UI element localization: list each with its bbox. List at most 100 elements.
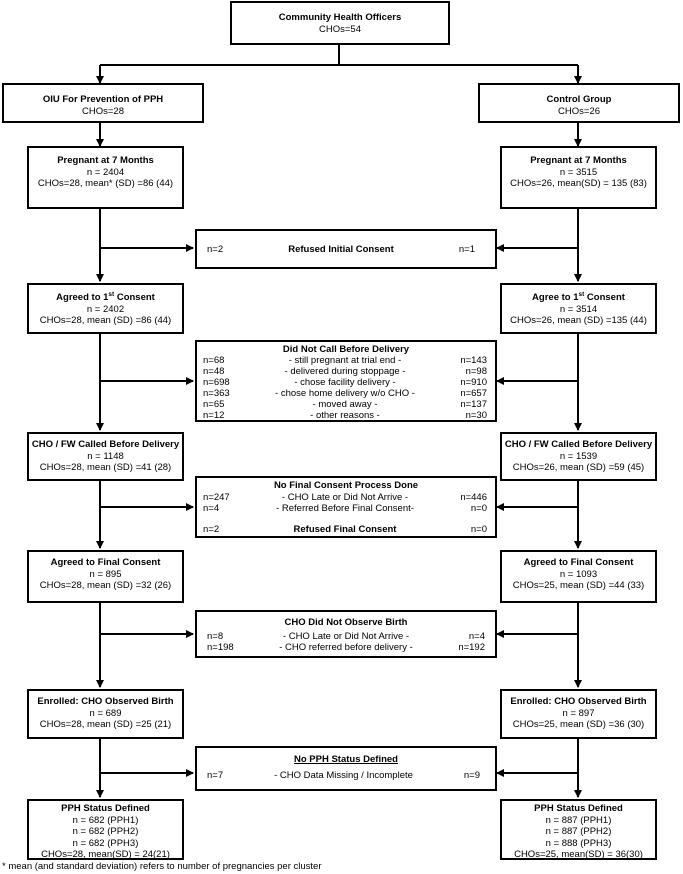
box-title: PPH Status Defined — [61, 803, 150, 814]
exclusion-row: n=2 Refused Final Consent n=0 — [203, 524, 487, 535]
reason-label: - CHO Late or Did Not Arrive - — [282, 631, 410, 642]
box-line: n = 2402 — [86, 303, 125, 315]
did-not-call-box: Did Not Call Before Delivery n=68 - stil… — [195, 340, 497, 422]
no-pph-status-box: No PPH Status Defined n=7 - CHO Data Mis… — [195, 746, 497, 791]
left-count: n=65 — [203, 399, 225, 410]
reason-label: - CHO Data Missing / Incomplete — [274, 770, 413, 781]
left-count: n=2 — [203, 524, 220, 535]
exclusion-row: n=65 - moved away - n=137 — [203, 399, 487, 410]
box-title: Refused Initial Consent — [288, 244, 394, 255]
box-line: n = 689 — [89, 707, 122, 719]
box-line: n = 682 (PPH1) — [72, 814, 139, 826]
exclusion-row: n=68 - still pregnant at trial end - n=1… — [203, 355, 487, 366]
box-title: Agreed to Final Consent — [523, 557, 634, 568]
box-line: n = 887 (PPH1) — [545, 814, 612, 826]
box-line: n = 888 (PPH3) — [545, 837, 612, 849]
pph-status-right-box: PPH Status Defined n = 887 (PPH1) n = 88… — [500, 799, 657, 860]
box-line: CHOs=54 — [319, 23, 361, 35]
box-line: n = 1093 — [559, 568, 598, 580]
box-line: CHOs=28, mean (SD) =86 (44) — [39, 315, 172, 326]
right-count: n=192 — [458, 642, 485, 653]
right-count: n=1 — [458, 244, 475, 255]
box-title: No Final Consent Process Done — [273, 480, 419, 491]
box-line: CHOs=28, mean (SD) =41 (28) — [39, 462, 172, 473]
right-count: n=137 — [460, 399, 487, 410]
right-count: n=30 — [465, 410, 487, 421]
right-count: n=910 — [460, 377, 487, 388]
box-line: n = 682 (PPH2) — [72, 826, 139, 837]
box-line: CHOs=28, mean (SD) =32 (26) — [39, 580, 172, 591]
left-count: n=198 — [207, 642, 234, 653]
exclusion-row: n=247 - CHO Late or Did Not Arrive - n=4… — [203, 492, 487, 503]
reason-label: Refused Final Consent — [293, 524, 397, 535]
box-line: n = 3514 — [559, 303, 598, 315]
exclusion-row: n=48 - delivered during stoppage - n=98 — [203, 366, 487, 377]
box-title: Agreed to 1st Consent — [56, 290, 155, 303]
exclusion-row: n=8 - CHO Late or Did Not Arrive - n=4 — [207, 631, 485, 642]
box-title: Agreed to Final Consent — [50, 557, 161, 568]
box-title: Enrolled: CHO Observed Birth — [510, 696, 647, 707]
right-count: n=143 — [460, 355, 487, 366]
box-line: CHOs=28 — [82, 105, 124, 117]
box-title: PPH Status Defined — [534, 803, 623, 814]
first-consent-left-box: Agreed to 1st Consent n = 2402 CHOs=28, … — [27, 283, 184, 334]
control-arm-box: Control Group CHOs=26 — [478, 83, 680, 123]
first-consent-right-box: Agree to 1st Consent n = 3514 CHOs=26, m… — [500, 283, 657, 334]
box-line: CHOs=28, mean* (SD) =86 (44) — [37, 178, 174, 189]
reason-label: - Referred Before Final Consent- — [276, 503, 414, 514]
box-title: Control Group — [546, 94, 612, 105]
box-line: n = 1539 — [559, 450, 598, 462]
box-line: CHOs=26, mean (SD) =59 (45) — [512, 462, 645, 473]
no-final-consent-box: No Final Consent Process Done n=247 - CH… — [195, 476, 497, 538]
exclusion-row: n=2 Refused Initial Consent n=1 — [207, 244, 475, 256]
reason-label: - CHO Late or Did Not Arrive - — [281, 492, 409, 503]
exclusion-row: n=7 - CHO Data Missing / Incomplete n=9 — [207, 770, 480, 781]
pph-status-left-box: PPH Status Defined n = 682 (PPH1) n = 68… — [27, 799, 184, 860]
reason-label: - delivered during stoppage - — [284, 366, 406, 377]
box-line: n = 682 (PPH3) — [72, 837, 139, 849]
box-title: Did Not Call Before Delivery — [282, 344, 410, 355]
box-line: n = 897 — [562, 707, 595, 719]
right-count: n=9 — [463, 770, 480, 781]
box-line: CHOs=25, mean (SD) =44 (33) — [512, 580, 645, 591]
footnote: * mean (and standard deviation) refers t… — [2, 861, 322, 872]
box-line: CHOs=25, mean (SD) =36 (30) — [512, 719, 645, 730]
right-count: n=4 — [468, 631, 485, 642]
box-title: Enrolled: CHO Observed Birth — [37, 696, 174, 707]
box-line: n = 895 — [89, 568, 122, 580]
box-line: n = 1148 — [87, 450, 124, 462]
right-count: n=98 — [465, 366, 487, 377]
left-count: n=68 — [203, 355, 225, 366]
box-title: CHO / FW Called Before Delivery — [31, 439, 180, 450]
left-count: n=363 — [203, 388, 230, 399]
left-count: n=2 — [207, 244, 224, 255]
exclusion-row: n=363 - chose home delivery w/o CHO - n=… — [203, 388, 487, 399]
box-line: n = 2404 — [86, 166, 125, 178]
final-consent-right-box: Agreed to Final Consent n = 1093 CHOs=25… — [500, 550, 657, 603]
reason-label: - chose facility delivery - — [294, 377, 396, 388]
right-count: n=0 — [470, 524, 487, 535]
exclusion-row: n=198 - CHO referred before delivery - n… — [207, 642, 485, 653]
left-count: n=48 — [203, 366, 225, 377]
exclusion-row: n=4 - Referred Before Final Consent- n=0 — [203, 503, 487, 514]
left-count: n=698 — [203, 377, 230, 388]
box-title: Pregnant at 7 Months — [57, 155, 154, 166]
reason-label: - CHO referred before delivery - — [279, 642, 413, 653]
right-count: n=0 — [470, 503, 487, 514]
box-title: CHO Did Not Observe Birth — [284, 617, 408, 628]
box-line: CHOs=25, mean(SD) = 36(30) — [514, 849, 643, 860]
left-count: n=7 — [207, 770, 224, 781]
did-not-observe-box: CHO Did Not Observe Birth n=8 - CHO Late… — [195, 610, 497, 658]
box-line: CHOs=26 — [558, 105, 600, 117]
box-title: Agree to 1st Consent — [532, 290, 625, 303]
left-count: n=8 — [207, 631, 224, 642]
left-count: n=4 — [203, 503, 220, 514]
box-title: CHO / FW Called Before Delivery — [504, 439, 653, 450]
exclusion-row: n=12 - other reasons - n=30 — [203, 410, 487, 421]
final-consent-left-box: Agreed to Final Consent n = 895 CHOs=28,… — [27, 550, 184, 603]
right-count: n=657 — [460, 388, 487, 399]
enrolled-left-box: Enrolled: CHO Observed Birth n = 689 CHO… — [27, 689, 184, 739]
box-line: CHOs=26, mean(SD) = 135 (83) — [510, 178, 647, 189]
pregnant-left-box: Pregnant at 7 Months n = 2404 CHOs=28, m… — [27, 146, 184, 209]
